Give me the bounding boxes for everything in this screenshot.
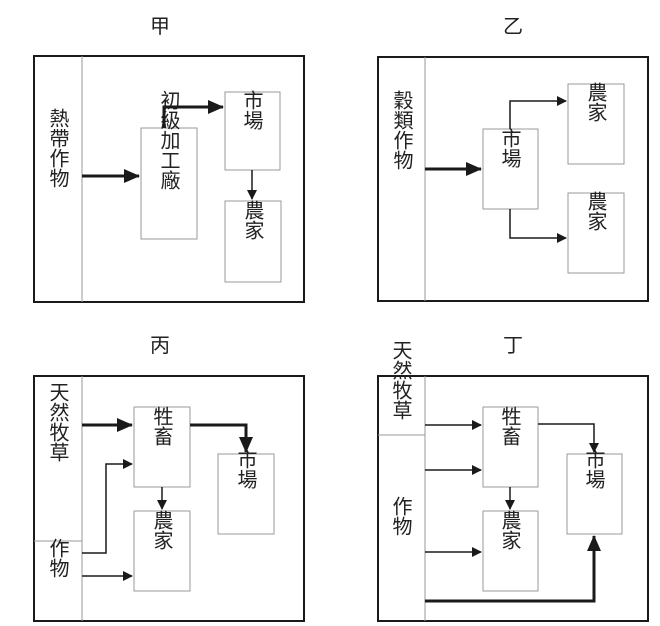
panel-ding: 丁 天然牧草 作物 牲畜 農家 市場 [377, 333, 649, 622]
farm-box [224, 200, 282, 283]
farm-box [482, 510, 539, 592]
panel-frame [377, 375, 649, 622]
market-label: 市場 [498, 128, 522, 168]
arrow-crops-to-market [425, 535, 601, 603]
factory-label: 初級加工廠 [157, 90, 181, 190]
arrow-crops-to-livestock [82, 459, 133, 554]
panel-frame [33, 55, 305, 303]
panel-title-yi: 乙 [503, 14, 523, 38]
farm-label: 農家 [241, 200, 265, 240]
farm-label-bottom: 農家 [584, 191, 608, 231]
input-label-crops: 作物 [46, 538, 70, 578]
market-label: 市場 [240, 90, 264, 130]
panel-title-bing: 丙 [150, 333, 170, 357]
market-label: 市場 [582, 449, 606, 489]
arrow-livestock-to-market [190, 423, 253, 453]
market-box [217, 453, 275, 535]
arrow-factory-to-market [162, 100, 224, 128]
panel-title-ding: 丁 [503, 333, 523, 357]
livestock-label: 牲畜 [150, 406, 174, 446]
input-label-tropical-crops: 熱帶作物 [46, 108, 70, 188]
farm-label: 農家 [498, 510, 522, 550]
panel-title-jia: 甲 [150, 14, 170, 38]
panel-frame [33, 375, 305, 622]
farm-label: 農家 [150, 510, 174, 550]
arrow-market-to-farm-bottom [509, 209, 567, 243]
market-box [566, 453, 623, 535]
livestock-label: 牲畜 [498, 406, 522, 446]
farm-label-top: 農家 [584, 82, 608, 122]
panel-frame [377, 56, 649, 302]
input-label-crops: 作物 [389, 496, 413, 536]
panel-jia: 甲 熱帶作物 初級加工廠 市場 農家 [33, 14, 305, 303]
input-label-natural-pasture: 天然牧草 [389, 340, 413, 420]
input-label-grain-crops: 穀類作物 [390, 90, 414, 170]
farm-box [133, 510, 191, 592]
factory-box [140, 127, 198, 240]
market-label: 市場 [234, 449, 258, 489]
farm-box-bottom [567, 192, 625, 274]
arrow-livestock-to-market [538, 423, 599, 453]
arrow-market-to-farm-top [509, 96, 567, 129]
panel-bing: 丙 天然牧草 作物 牲畜 農家 市場 [33, 333, 305, 622]
panel-yi: 乙 穀類作物 市場 農家 農家 [377, 14, 649, 302]
farm-box-top [567, 83, 625, 165]
input-label-natural-pasture: 天然牧草 [46, 382, 70, 462]
